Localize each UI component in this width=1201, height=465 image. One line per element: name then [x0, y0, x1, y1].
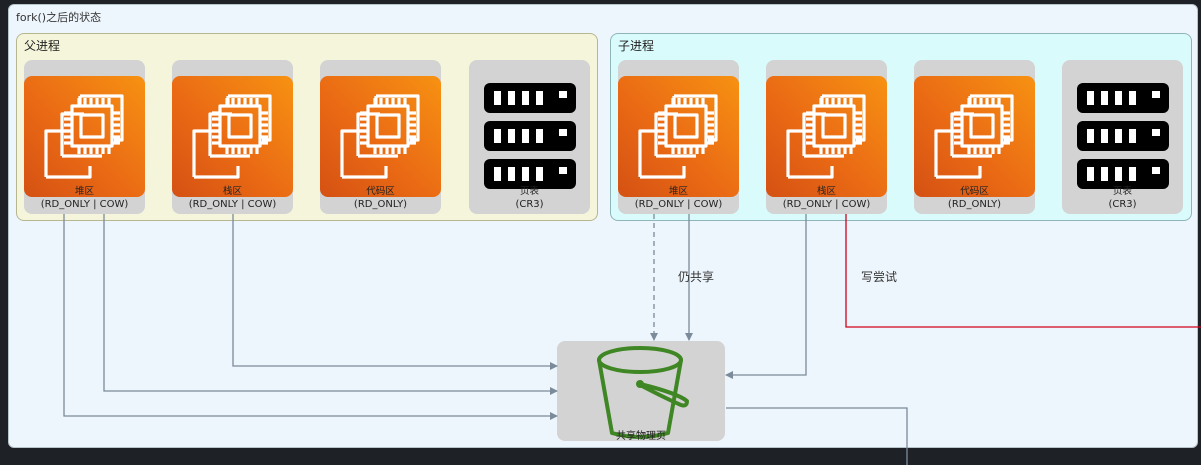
child-stack-card[interactable]: 栈区 (RD_ONLY | COW) [766, 60, 887, 214]
edge-parent-heap-1 [63, 214, 558, 420]
edge-parent-stack [232, 214, 558, 370]
card-subtitle: (RD_ONLY | COW) [782, 199, 871, 210]
card-title: 页表 [1112, 186, 1132, 197]
card-subtitle: (RD_ONLY | COW) [634, 199, 723, 210]
child-page-table-card[interactable]: 页表 (CR3) [1062, 60, 1183, 214]
card-title: 栈区 [222, 186, 242, 197]
card-subtitle: (RD_ONLY | COW) [188, 199, 277, 210]
shared-physical-page-card[interactable]: 共享物理页 [557, 341, 725, 442]
still-shared-label: 仍共享 [678, 270, 715, 284]
parent-code-card[interactable]: 代码区 (RD_ONLY) [320, 60, 441, 214]
ec2-instance-icon [172, 76, 293, 197]
s3-bucket-icon [597, 346, 689, 439]
card-title: 堆区 [74, 186, 94, 197]
card-title: 栈区 [816, 186, 836, 197]
write-attempt-label: 写尝试 [861, 270, 898, 284]
card-subtitle: (RD_ONLY) [947, 199, 1002, 210]
edge-parent-heap-2 [103, 214, 558, 395]
card-subtitle: (CR3) [1108, 199, 1137, 210]
ec2-instance-icon [618, 76, 739, 197]
card-title: 页表 [519, 186, 539, 197]
card-title: 代码区 [960, 186, 989, 197]
ec2-instance-icon [320, 76, 441, 197]
edge-write-attempt [845, 214, 1201, 328]
edge-child-stack [725, 214, 807, 379]
child-code-card[interactable]: 代码区 (RD_ONLY) [914, 60, 1035, 214]
card-subtitle: (RD_ONLY) [353, 199, 408, 210]
shared-page-label: 共享物理页 [616, 431, 666, 442]
card-subtitle: (RD_ONLY | COW) [40, 199, 129, 210]
card-subtitle: (CR3) [515, 199, 544, 210]
card-title: 代码区 [366, 186, 395, 197]
parent-stack-card[interactable]: 栈区 (RD_ONLY | COW) [172, 60, 293, 214]
edge-shared-out [726, 407, 908, 465]
ec2-instance-icon [766, 76, 887, 197]
child-heap-card[interactable]: 堆区 (RD_ONLY | COW) [618, 60, 739, 214]
parent-heap-card[interactable]: 堆区 (RD_ONLY | COW) [24, 60, 145, 214]
ec2-instance-icon [24, 76, 145, 197]
outer-title: fork()之后的状态 [16, 11, 102, 24]
ec2-instance-icon [914, 76, 1035, 197]
parent-process-label: 父进程 [24, 39, 61, 53]
card-title: 堆区 [668, 186, 688, 197]
parent-page-table-card[interactable]: 页表 (CR3) [469, 60, 590, 214]
child-process-label: 子进程 [618, 39, 655, 53]
